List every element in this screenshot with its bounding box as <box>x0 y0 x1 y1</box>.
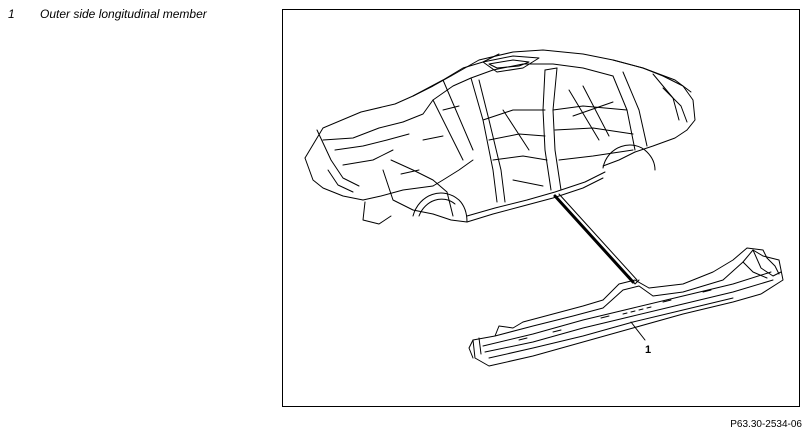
diagram-frame: 1 <box>282 9 800 407</box>
callout-number: 1 <box>645 344 651 356</box>
figure-id: P63.30-2534-06 <box>730 419 802 430</box>
location-arrow <box>553 194 635 284</box>
legend-item: 1 Outer side longitudinal member <box>8 7 207 21</box>
legend-number: 1 <box>8 7 15 21</box>
outer-side-longitudinal-member <box>468 247 784 367</box>
legend-label: Outer side longitudinal member <box>40 7 207 21</box>
car-body-diagram: 1 <box>304 49 784 367</box>
car-body-shell <box>304 49 696 225</box>
